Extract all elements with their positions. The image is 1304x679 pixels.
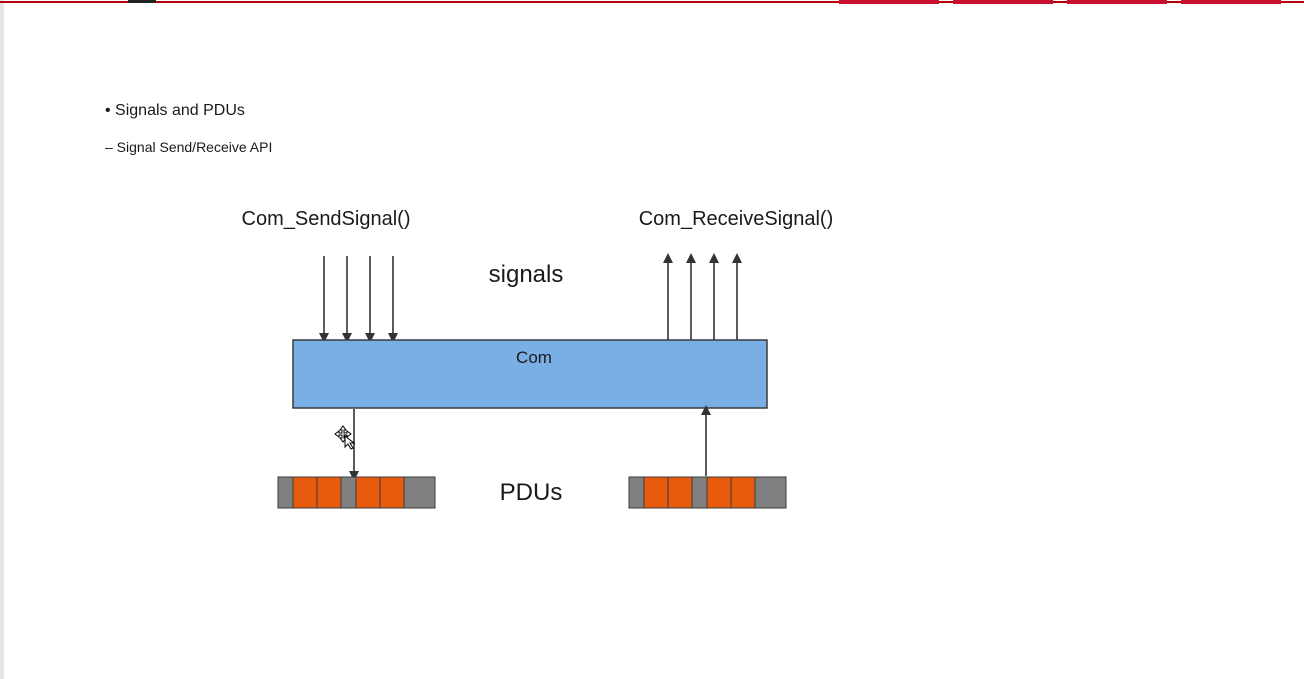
signals-label: signals	[489, 261, 564, 288]
pdu-cell-gray	[628, 476, 645, 509]
pdu-cell-orange	[643, 476, 669, 509]
pdu-cell-gray	[340, 476, 357, 509]
pdu-cell-orange	[379, 476, 405, 509]
receive-signal-arrows	[663, 253, 742, 340]
left-edge-border	[0, 0, 4, 679]
header-tab-4[interactable]	[1181, 0, 1281, 4]
title-fragment	[128, 0, 156, 3]
pdu-cell-orange	[667, 476, 693, 509]
receive-signal-label: Com_ReceiveSignal()	[639, 208, 834, 230]
pdu-cell-gray	[403, 476, 436, 509]
send-signal-label: Com_SendSignal()	[242, 208, 411, 230]
pdu-cell-gray	[277, 476, 294, 509]
pdu-cell-orange	[316, 476, 342, 509]
pdu-cell-orange	[355, 476, 381, 509]
header-tab-2[interactable]	[953, 0, 1053, 4]
pdu-cell-gray	[754, 476, 787, 509]
pdu-cell-gray	[691, 476, 708, 509]
header-tab-1[interactable]	[839, 0, 939, 4]
sub-bullet-send-receive-api: – Signal Send/Receive API	[105, 139, 273, 155]
header-tab-3[interactable]	[1067, 0, 1167, 4]
pdu-cell-orange	[730, 476, 756, 509]
com-block	[292, 339, 768, 409]
pdu-left	[277, 476, 436, 509]
header-rule	[0, 1, 1304, 3]
pdu-cell-orange	[706, 476, 732, 509]
send-signal-arrows	[319, 256, 398, 343]
com-label: Com	[516, 348, 552, 367]
bullet-signals-and-pdus: • Signals and PDUs	[105, 102, 245, 119]
pdu-cell-orange	[292, 476, 318, 509]
pdus-label: PDUs	[500, 479, 563, 506]
pdu-right	[628, 476, 787, 509]
move-cursor-icon	[334, 425, 356, 450]
